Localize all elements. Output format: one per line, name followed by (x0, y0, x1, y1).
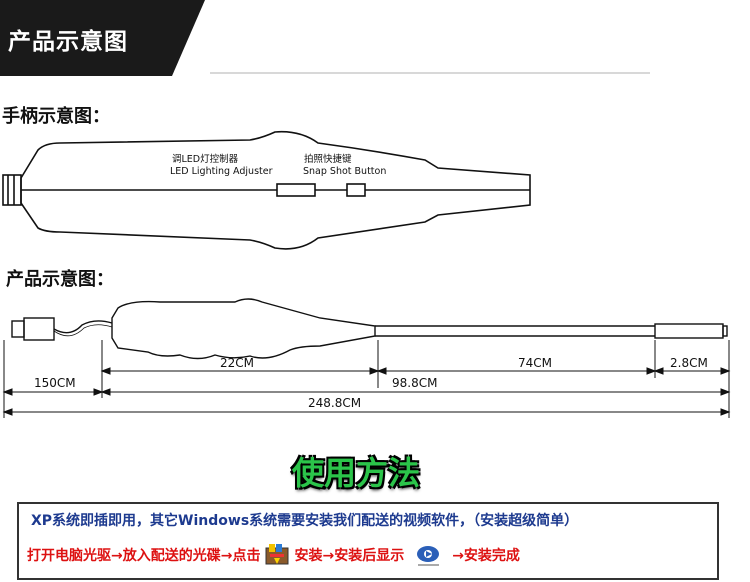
usage-step-2: 安装→安装后显示 (294, 548, 405, 564)
led-label-cn: 调LED灯控制器 (172, 153, 239, 165)
snap-label-en: Snap Shot Button (303, 166, 386, 177)
dim-22cm: 22CM (220, 356, 254, 370)
dim-74cm: 74CM (518, 356, 552, 370)
dimension-lines (2, 340, 731, 418)
dim-248-8cm: 248.8CM (308, 396, 361, 410)
usage-line-2: 打开电脑光驱→放入配送的光碟→点击 安装→安装后显示 →安装完成 (27, 542, 520, 568)
led-label-en: LED Lighting Adjuster (170, 166, 273, 177)
title-banner (0, 0, 205, 76)
product-diagram: 调LED灯控制器 LED Lighting Adjuster 拍照快捷键 Sna… (2, 130, 731, 418)
usage-instructions-box: XP系统即插即用，其它Windows系统需要安装我们配送的视频软件，（安装超级简… (17, 502, 719, 580)
player-icon (417, 546, 440, 566)
product-drawing (11, 298, 728, 360)
divider (210, 72, 650, 74)
usage-line-1: XP系统即插即用，其它Windows系统需要安装我们配送的视频软件，（安装超级简… (31, 513, 579, 529)
usage-step-3: →安装完成 (452, 548, 520, 564)
product-section-title: 产品示意图： (6, 269, 114, 290)
handle-drawing (2, 130, 531, 250)
usage-step-1: 打开电脑光驱→放入配送的光碟→点击 (27, 548, 261, 564)
dim-2-8cm: 2.8CM (670, 356, 708, 370)
dim-98-8cm: 98.8CM (392, 376, 437, 390)
dim-150cm: 150CM (34, 376, 76, 390)
handle-section-title: 手柄示意图： (2, 106, 110, 127)
setup-icon (265, 544, 289, 565)
banner-title: 产品示意图 (8, 29, 128, 55)
usage-title: 使用方法 (292, 454, 421, 492)
snap-label-cn: 拍照快捷键 (304, 153, 352, 165)
